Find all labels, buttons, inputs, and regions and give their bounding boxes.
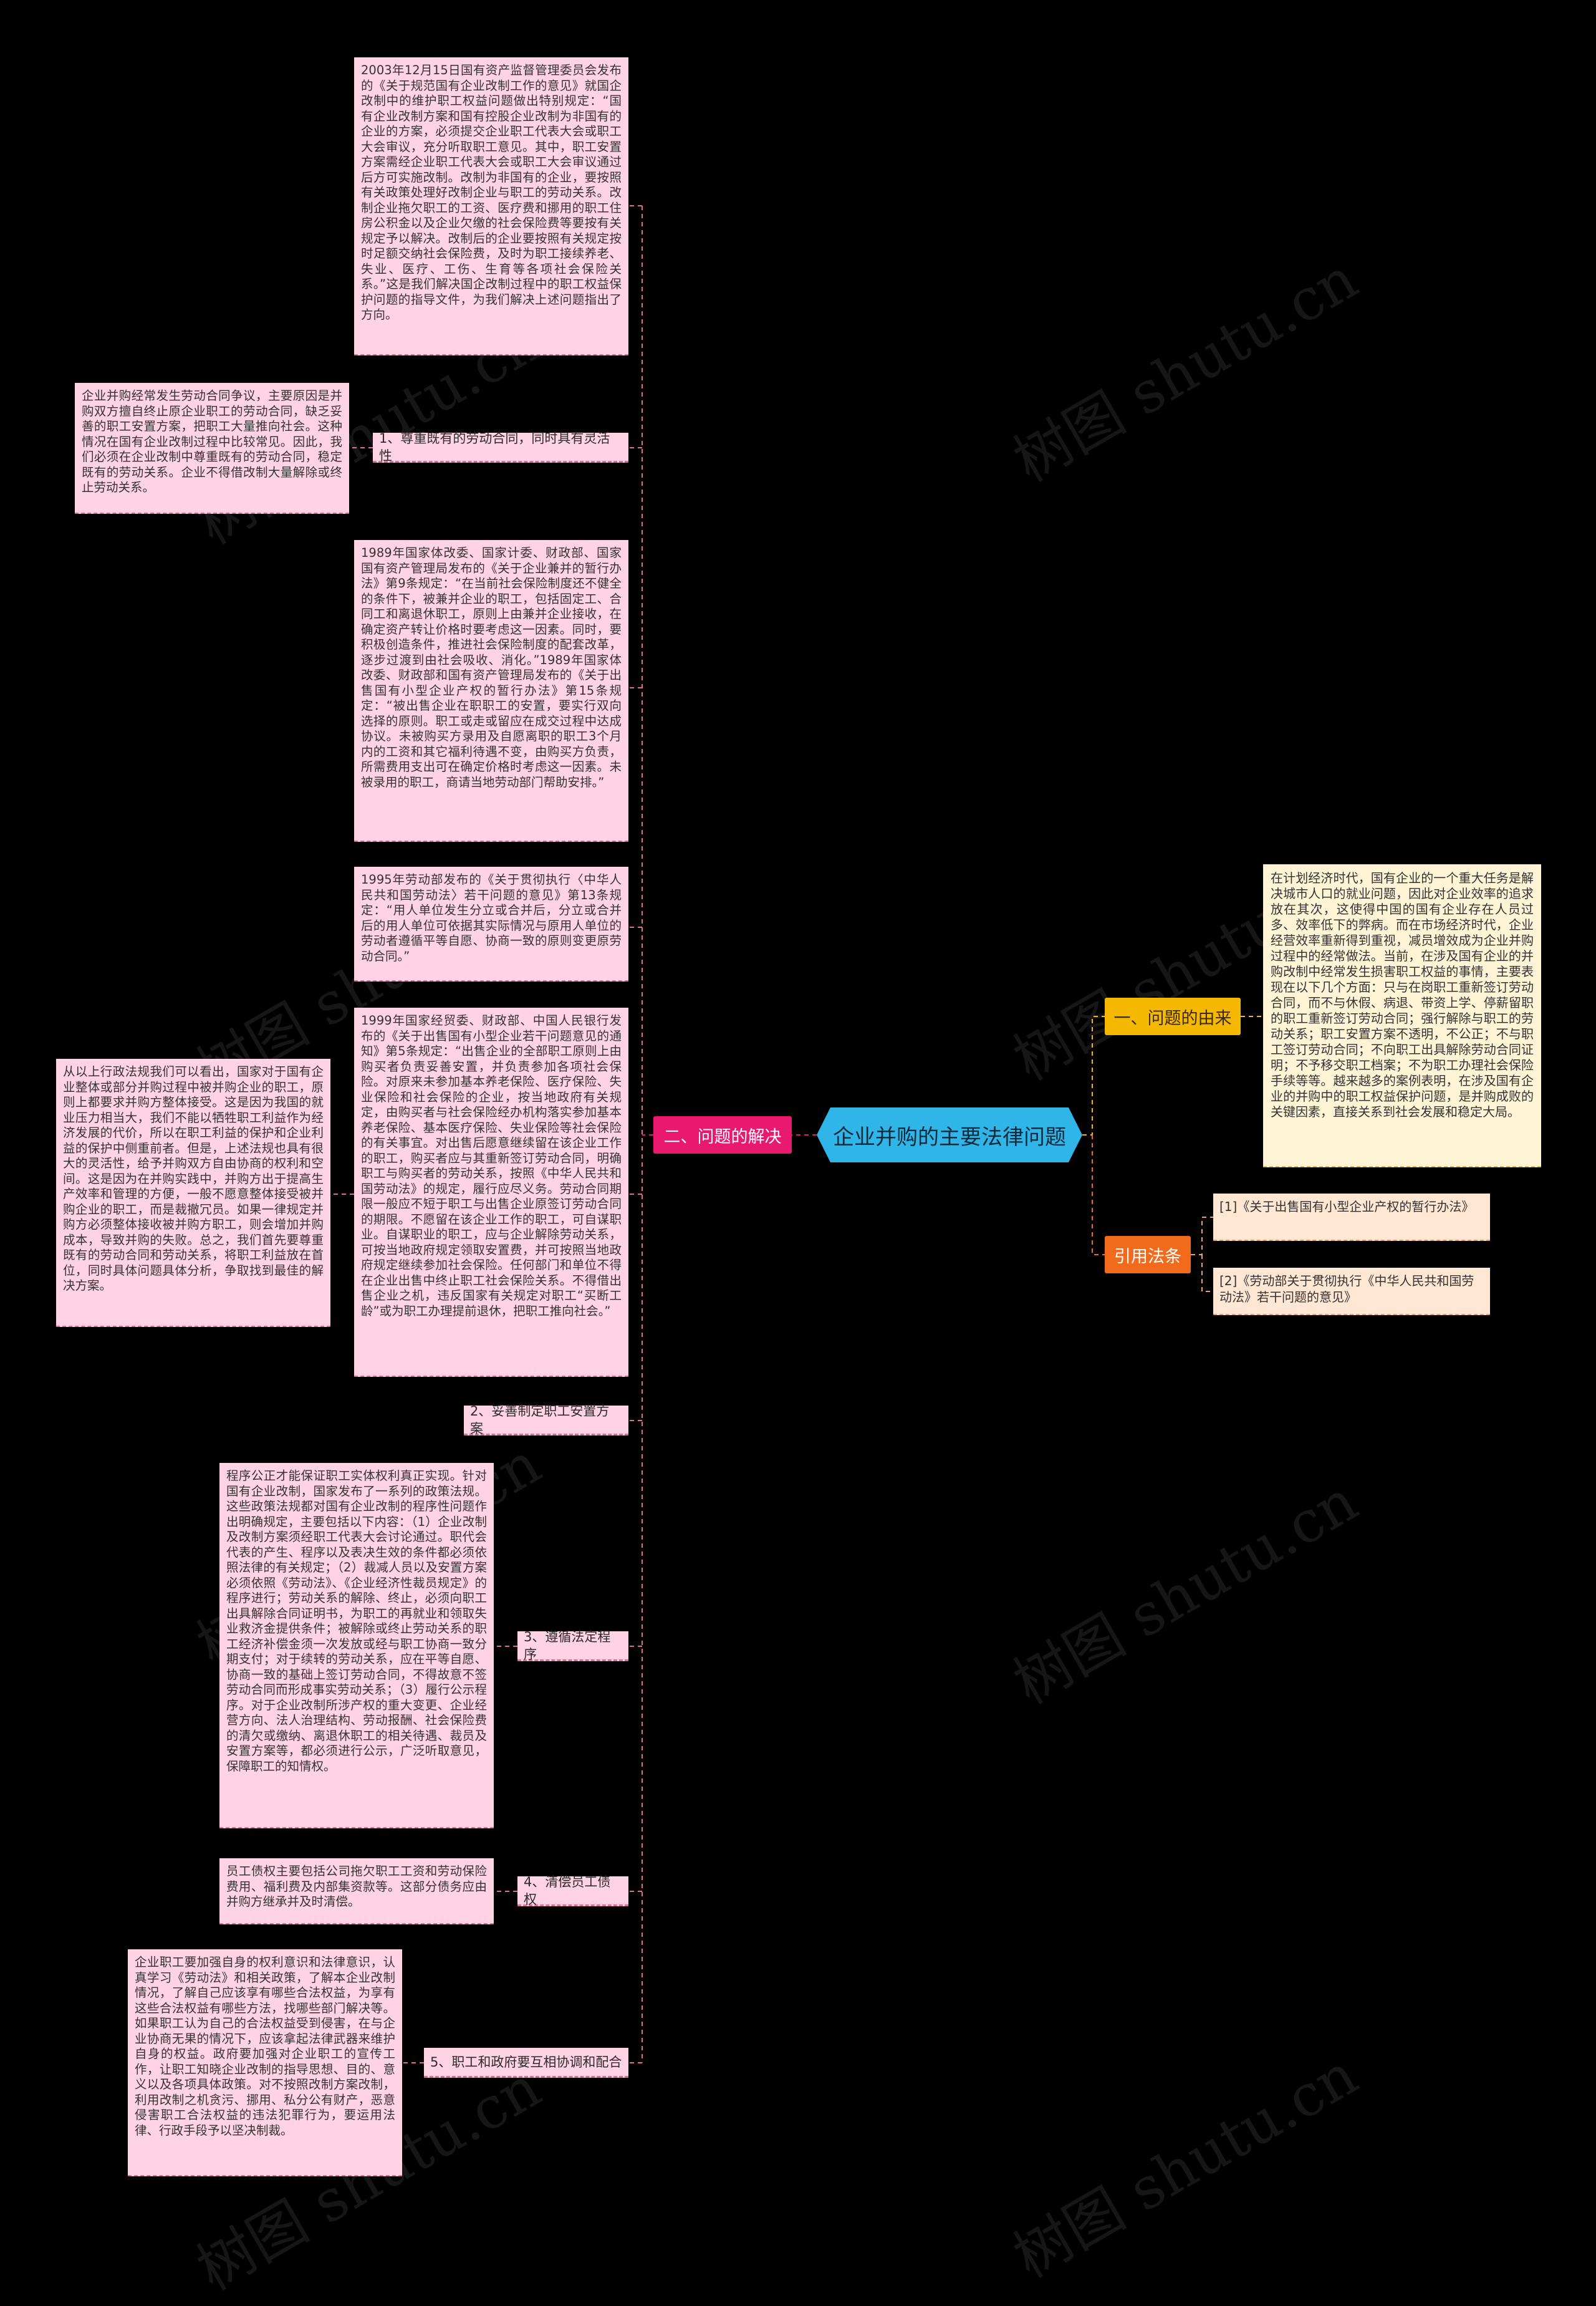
mindmap-connectors [330,205,1263,2063]
connector-root-origin [1082,1016,1105,1136]
root-topic[interactable]: 企业并购的主要法律问题 [817,1107,1082,1162]
connector-root-law [1092,1135,1105,1255]
item2-node[interactable]: 2、妥善制定职工安置方案 [464,1404,628,1436]
item3-detail: 程序公正才能保证职工实体权利真正实现。针对国有企业改制，国家发布了一系列的政策法… [219,1463,494,1828]
connector-law-ref2 [1201,1255,1213,1292]
item5-node[interactable]: 5、职工和政府要互相协调和配合 [424,2048,628,2078]
item2-text-3: 1995年劳动部发布的《关于贯彻执行〈中华人民共和国劳动法〉若干问题的意见》第1… [354,867,628,982]
item2-text-1: 2003年12月15日国有资产监督管理委员会发布的《关于规范国有企业改制工作的意… [354,57,628,355]
branch-law[interactable]: 引用法条 [1105,1236,1191,1273]
item2-text-2: 1989年国家体改委、国家计委、财政部、国家国有资产管理局发布的《关于企业兼并的… [354,540,628,842]
item2-detail: 从以上行政法规我们可以看出，国家对于国有企业整体或部分并购过程中被并购企业的职工… [56,1059,330,1327]
law-ref-1[interactable]: [1]《关于出售国有小型企业产权的暂行办法》 [1213,1194,1490,1241]
item1-detail: 企业并购经常发生劳动合同争议，主要原因是并购双方擅自终止原企业职工的劳动合同，缺… [75,383,349,514]
connector-law-ref1 [1191,1217,1213,1255]
origin-text: 在计划经济时代，国有企业的一个重大任务是解决城市人口的就业问题，因此对企业效率的… [1263,864,1541,1167]
law-ref-2[interactable]: [2]《劳动部关于贯彻执行《中华人民共和国劳动法》若干问题的意见》 [1213,1268,1490,1315]
item4-node[interactable]: 4、清偿员工债权 [517,1874,628,1907]
item2-text-4: 1999年国家经贸委、财政部、中国人民银行发布的《关于出售国有小型企业若干问题意… [354,1008,628,1377]
item4-detail: 员工债权主要包括公司拖欠职工工资和劳动保险费用、福利费及内部集资款等。这部分债务… [219,1858,494,1924]
item1-node[interactable]: 1、尊重既有的劳动合同，同时具有灵活性 [373,431,628,463]
branch-origin[interactable]: 一、问题的由来 [1105,998,1241,1035]
item5-detail: 企业职工要加强自身的权利意识和法律意识，认真学习《劳动法》和相关政策，了解本企业… [128,1949,402,2176]
branch-solve[interactable]: 二、问题的解决 [653,1116,792,1154]
item3-node[interactable]: 3、遵循法定程序 [517,1629,628,1662]
